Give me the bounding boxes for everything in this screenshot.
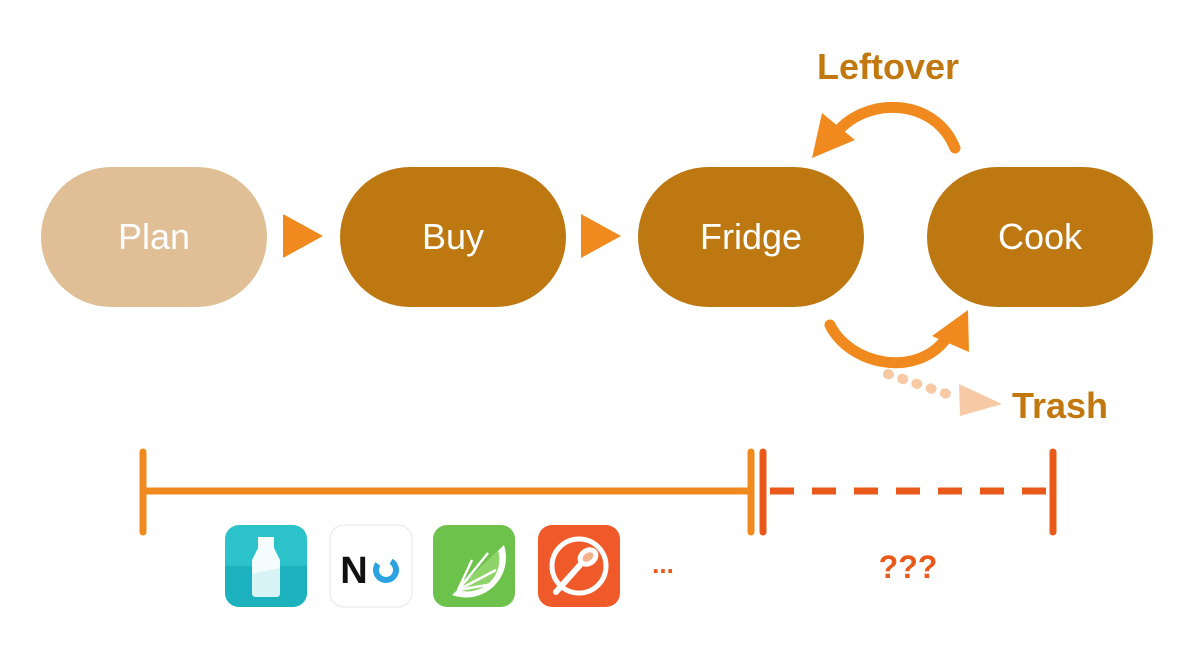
fridge-to-cook-arrow <box>824 310 969 369</box>
arrow-buy-to-fridge <box>581 214 621 258</box>
lime-slice-icon <box>433 525 515 607</box>
n-logo-icon: N <box>329 524 413 608</box>
arrow-plan-to-buy <box>283 214 323 258</box>
node-cook-label: Cook <box>998 216 1083 257</box>
node-cook: Cook <box>927 167 1153 307</box>
trash-arrow <box>883 369 1002 416</box>
node-fridge-label: Fridge <box>700 216 802 257</box>
timeline-covered <box>139 448 755 536</box>
trash-label: Trash <box>1012 385 1108 426</box>
spoon-plate-icon <box>538 525 620 607</box>
node-fridge: Fridge <box>638 167 864 307</box>
n-logo-letter: N <box>340 550 367 592</box>
timeline-uncovered <box>759 448 1057 536</box>
node-buy: Buy <box>340 167 566 307</box>
unknown-tools-label: ??? <box>879 549 938 585</box>
leftover-label: Leftover <box>817 46 959 87</box>
node-buy-label: Buy <box>422 216 484 257</box>
node-plan-label: Plan <box>118 216 190 257</box>
more-apps-ellipsis: ... <box>652 549 674 579</box>
leftover-arrow <box>812 101 961 158</box>
milk-bottle-icon <box>225 525 307 607</box>
node-plan: Plan <box>41 167 267 307</box>
